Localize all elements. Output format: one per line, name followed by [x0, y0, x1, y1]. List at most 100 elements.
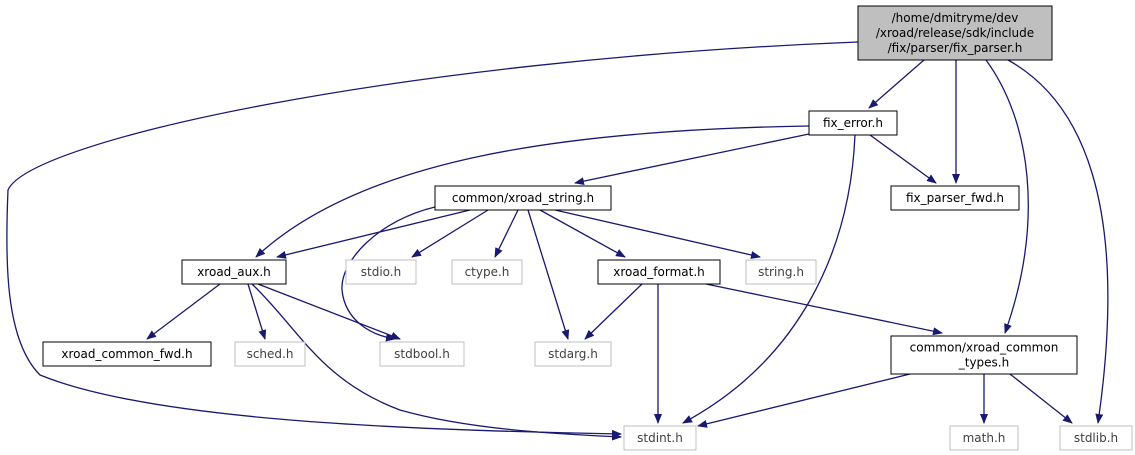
edge-line — [1009, 373, 1073, 424]
node-label: stdio.h — [361, 265, 401, 279]
node-xroad-format[interactable]: xroad_format.h — [597, 259, 721, 285]
node-label: /fix/parser/fix_parser.h — [888, 41, 1023, 55]
edge-xroad_string-to-xroad_aux — [276, 209, 471, 259]
node-label: fix_error.h — [823, 116, 883, 130]
node-box — [345, 259, 417, 285]
node-box — [745, 259, 817, 285]
node-label: /home/dmitryme/dev — [892, 11, 1019, 25]
node-xroad-aux[interactable]: xroad_aux.h — [181, 259, 287, 285]
node-sched: sched.h — [234, 341, 306, 367]
node-box — [234, 341, 306, 367]
edge-xroad_aux-to-stdint — [251, 283, 622, 441]
edge-line — [1007, 59, 1109, 424]
edge-fix_parser-to-fix_error — [868, 59, 925, 109]
node-box — [379, 341, 465, 367]
edge-xroad_string-to-ctype — [494, 209, 519, 258]
node-xroad-string[interactable]: common/xroad_string.h — [434, 185, 612, 211]
node-fix-error[interactable]: fix_error.h — [808, 110, 898, 136]
edge-xroad_string-to-stdarg — [527, 209, 570, 340]
edge-line — [985, 59, 1029, 334]
edge-line — [574, 133, 810, 186]
node-stdbool: stdbool.h — [379, 341, 465, 367]
node-xroad-common-fwd[interactable]: xroad_common_fwd.h — [42, 341, 212, 367]
edge-line — [276, 209, 471, 259]
edge-fix_error-to-xroad_string — [574, 133, 810, 186]
edge-line — [251, 283, 622, 441]
edge-xroad_common_types-to-stdint — [697, 373, 911, 428]
edge-fix_parser-to-stdlib — [1007, 59, 1109, 424]
edge-line — [868, 59, 925, 109]
edge-line — [411, 209, 489, 258]
edge-line — [6, 41, 859, 438]
node-box — [181, 259, 287, 285]
node-ctype: ctype.h — [451, 259, 523, 285]
node-box — [949, 425, 1019, 451]
node-fix-parser-fwd[interactable]: fix_parser_fwd.h — [890, 185, 1020, 211]
node-box — [808, 110, 898, 136]
edge-line — [341, 206, 436, 342]
edge-fix_error-to-stdint — [682, 134, 856, 424]
edge-line — [682, 134, 856, 424]
edge-line — [539, 209, 626, 258]
edge-line — [527, 209, 570, 340]
edge-xroad_string-to-xroad_format — [539, 209, 626, 258]
node-stdlib: stdlib.h — [1059, 425, 1133, 451]
edge-fix_parser-to-xroad_common_types — [985, 59, 1029, 334]
node-stdint: stdint.h — [623, 425, 697, 451]
node-label: stdarg.h — [548, 347, 598, 361]
node-label: sched.h — [247, 347, 294, 361]
node-label: xroad_common_fwd.h — [61, 347, 192, 361]
node-box — [890, 185, 1020, 211]
edge-line — [697, 373, 911, 428]
node-box — [434, 185, 612, 211]
node-string: string.h — [745, 259, 817, 285]
node-box — [597, 259, 721, 285]
edge-xroad_aux-to-sched — [247, 283, 267, 340]
edge-line — [494, 209, 519, 258]
edge-xroad_aux-to-xroad_common_fwd — [146, 283, 221, 340]
node-box — [623, 425, 697, 451]
node-stdarg: stdarg.h — [534, 341, 612, 367]
node-label: fix_parser_fwd.h — [906, 191, 1004, 205]
nodes-layer: /home/dmitryme/dev/xroad/release/sdk/inc… — [42, 5, 1133, 451]
edges-layer — [6, 41, 1109, 441]
edge-line — [257, 283, 401, 340]
edge-line — [146, 283, 221, 340]
edge-xroad_common_types-to-stdlib — [1009, 373, 1073, 424]
edge-line — [247, 283, 267, 340]
node-xroad-common-types[interactable]: common/xroad_common_types.h — [890, 335, 1078, 375]
edge-fix_parser-to-stdint — [6, 41, 859, 438]
node-label: stdint.h — [637, 431, 683, 445]
edge-xroad_string-to-string — [554, 209, 761, 259]
node-label: common/xroad_common — [910, 341, 1059, 355]
edge-line — [554, 209, 761, 259]
node-label: stdlib.h — [1074, 431, 1118, 445]
node-box — [890, 335, 1078, 375]
edge-line — [584, 283, 643, 340]
node-label: xroad_format.h — [613, 265, 705, 279]
node-label: ctype.h — [465, 265, 510, 279]
node-label: _types.h — [958, 356, 1009, 370]
edge-fix_error-to-fix_parser_fwd — [869, 134, 937, 184]
edge-xroad_format-to-stdarg — [584, 283, 643, 340]
node-box — [534, 341, 612, 367]
edge-line — [705, 283, 943, 336]
node-label: stdbool.h — [394, 347, 450, 361]
node-label: /xroad/release/sdk/include — [876, 26, 1034, 40]
edge-xroad_format-to-xroad_common_types — [705, 283, 943, 336]
node-label: string.h — [758, 265, 804, 279]
edge-line — [255, 125, 810, 258]
node-math: math.h — [949, 425, 1019, 451]
node-label: xroad_aux.h — [197, 265, 271, 279]
node-label: common/xroad_string.h — [452, 191, 594, 205]
edge-xroad_string-to-stdbool — [341, 206, 436, 342]
node-fix-parser[interactable]: /home/dmitryme/dev/xroad/release/sdk/inc… — [857, 5, 1053, 61]
node-box — [451, 259, 523, 285]
node-box — [42, 341, 212, 367]
node-label: math.h — [963, 431, 1006, 445]
edge-xroad_aux-to-stdbool — [257, 283, 401, 340]
node-box — [1059, 425, 1133, 451]
node-box — [857, 5, 1053, 61]
node-stdio: stdio.h — [345, 259, 417, 285]
